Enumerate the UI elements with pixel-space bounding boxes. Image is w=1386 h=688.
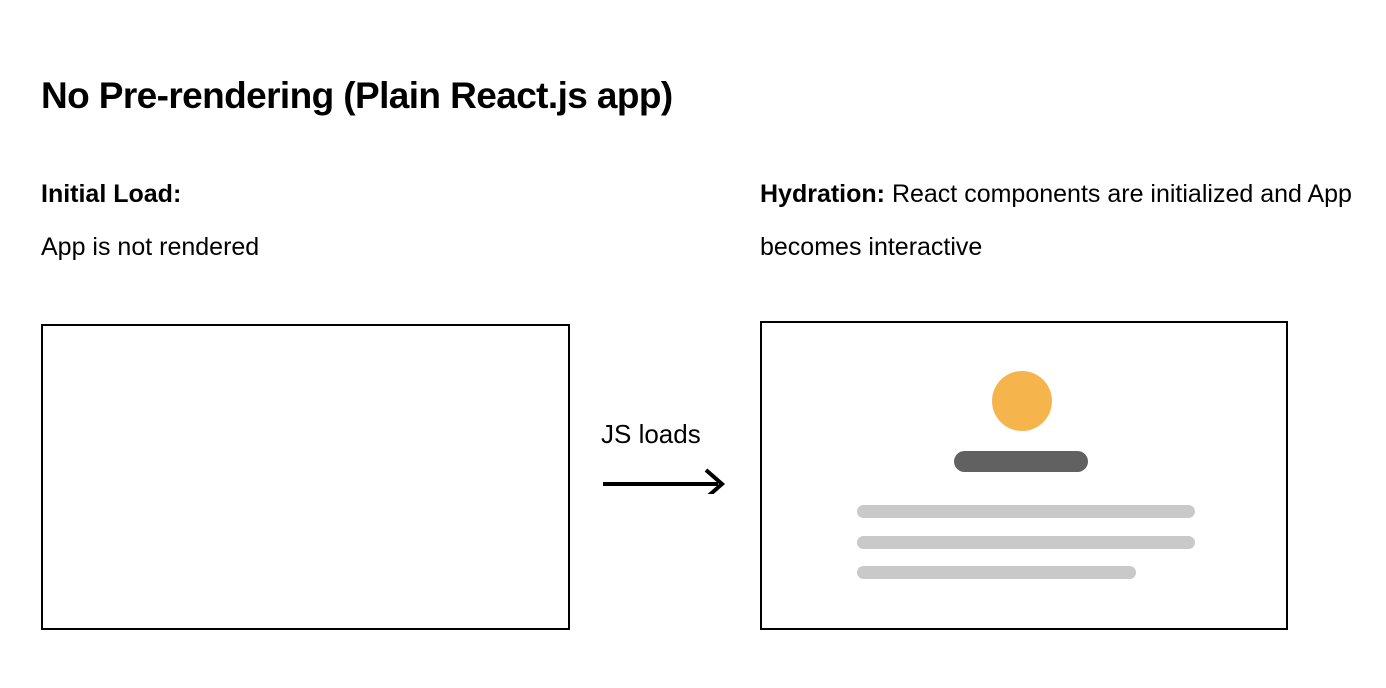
arrow-right-icon	[603, 468, 726, 494]
panel-hydration	[760, 321, 1288, 630]
page-title: No Pre-rendering (Plain React.js app)	[41, 74, 673, 116]
stage-left-lead: Initial Load:	[41, 180, 182, 208]
mock-text-line	[857, 536, 1195, 549]
transition-group: JS loads	[598, 418, 738, 498]
mock-title-bar	[954, 451, 1088, 472]
stage-right-caption: Hydration: React components are initiali…	[760, 168, 1360, 274]
mock-text-line	[857, 566, 1136, 579]
stage-left-description: App is not rendered	[41, 233, 260, 261]
panel-initial-load	[41, 324, 570, 630]
stage-right-lead: Hydration:	[760, 180, 885, 208]
stage-left-caption: Initial Load: App is not rendered	[41, 168, 561, 274]
avatar	[992, 371, 1052, 431]
stage-left-lead-line: Initial Load:	[41, 168, 561, 221]
mock-text-line	[857, 505, 1195, 518]
transition-label: JS loads	[601, 419, 701, 449]
stage-right-description: React components are initialized and App…	[760, 180, 1352, 261]
